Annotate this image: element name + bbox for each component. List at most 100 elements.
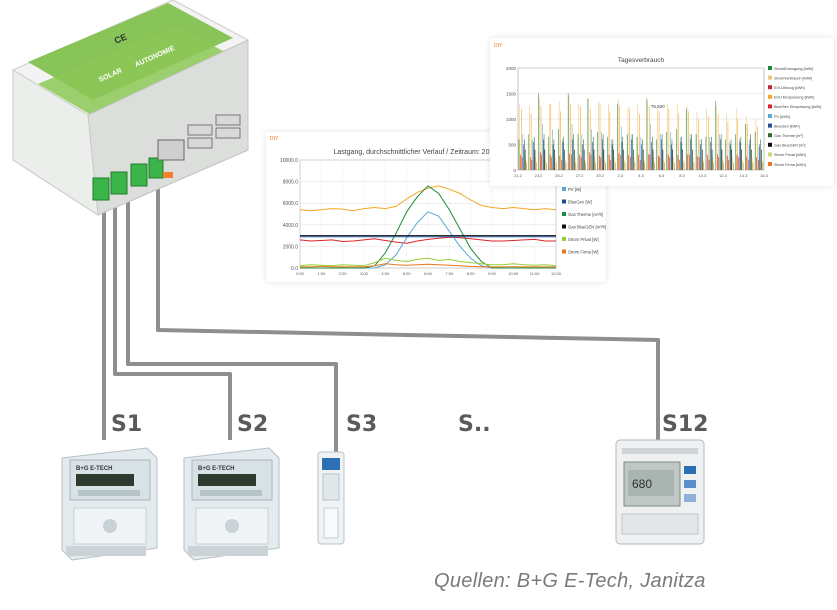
bar	[560, 111, 561, 170]
bar	[526, 162, 527, 170]
bar	[713, 162, 714, 170]
bar	[728, 159, 729, 170]
bar	[700, 144, 701, 170]
bar	[578, 103, 580, 170]
bar	[757, 126, 758, 170]
x-tick-label: 4.3	[638, 173, 644, 178]
bar	[612, 139, 614, 170]
x-tick-label: 2:00	[339, 271, 348, 276]
bar	[720, 134, 722, 170]
bar	[540, 106, 542, 170]
bar	[613, 149, 614, 170]
bar	[551, 157, 552, 170]
bar	[742, 159, 743, 170]
bar	[530, 113, 532, 170]
bar	[723, 162, 724, 170]
bar	[695, 134, 697, 170]
chart-tab: DIY	[494, 43, 503, 49]
bar	[740, 136, 742, 170]
bar	[546, 162, 547, 170]
bar	[532, 139, 533, 170]
bar	[609, 111, 611, 170]
bar	[651, 141, 652, 170]
legend-swatch	[768, 133, 772, 138]
bar	[530, 157, 531, 170]
bar	[591, 129, 592, 170]
bar	[711, 136, 712, 170]
bar	[738, 157, 739, 170]
bar	[549, 154, 551, 170]
legend-entry: Strom Firma [kWh]	[774, 163, 806, 167]
bar	[652, 149, 654, 170]
bar	[739, 141, 741, 170]
series-line	[299, 236, 556, 244]
bar	[544, 149, 546, 170]
bar	[707, 154, 708, 170]
bar	[614, 162, 616, 170]
bar	[533, 136, 535, 170]
bar	[702, 159, 704, 170]
bar	[759, 144, 761, 170]
bar	[592, 136, 594, 170]
bar	[730, 139, 732, 170]
bar	[580, 106, 581, 170]
bar	[737, 119, 739, 170]
bar	[654, 162, 655, 170]
bar	[614, 157, 615, 170]
bar	[630, 134, 632, 170]
bar	[658, 111, 660, 170]
bar	[676, 129, 677, 170]
bar	[585, 162, 586, 170]
bar	[519, 103, 521, 170]
bar	[754, 131, 756, 170]
bar	[572, 139, 574, 170]
meter-brand: B+G E-TECH	[76, 466, 113, 472]
bar	[597, 131, 598, 170]
bar	[725, 139, 726, 170]
bar	[707, 116, 709, 170]
bar	[673, 157, 674, 170]
bar	[760, 139, 761, 170]
chart-title: Lastgang, durchschnittlicher Verlauf / Z…	[333, 149, 522, 156]
bar	[666, 131, 667, 170]
bar	[673, 162, 675, 170]
bar	[749, 139, 751, 170]
chart-title: Tagesverbrauch	[618, 57, 665, 64]
bar	[709, 136, 711, 170]
bar	[630, 157, 631, 170]
bar	[611, 144, 613, 170]
bar	[705, 136, 707, 170]
bar	[622, 136, 624, 170]
bar	[748, 159, 749, 170]
legend-entry: PV [kWh]	[774, 115, 790, 119]
bar	[662, 149, 664, 170]
energy-meter-s3-icon	[317, 451, 345, 545]
bar	[617, 98, 619, 170]
bar	[750, 134, 751, 170]
bar	[689, 134, 691, 170]
bar	[746, 156, 748, 170]
bar	[762, 162, 764, 170]
x-tick-label: 29.2	[596, 173, 605, 178]
bar	[735, 108, 737, 170]
bar	[525, 159, 527, 170]
legend-swatch	[562, 237, 566, 241]
bar	[575, 162, 577, 170]
legend-entry: Gas BlueGEN [m³/h]	[568, 225, 606, 230]
bar	[757, 159, 759, 170]
bar	[741, 149, 742, 170]
x-tick-label: 10:00	[508, 271, 519, 276]
bar	[583, 149, 585, 170]
bar	[617, 103, 618, 170]
legend-swatch	[768, 114, 772, 118]
x-tick-label: 4:00	[381, 271, 390, 276]
bar	[561, 159, 562, 170]
x-tick-label: 8:00	[467, 271, 476, 276]
bar	[602, 134, 604, 170]
bar	[651, 136, 653, 170]
bar	[686, 106, 688, 170]
bar	[618, 153, 620, 170]
bar	[642, 149, 644, 170]
ce-mark: CE	[113, 32, 129, 46]
